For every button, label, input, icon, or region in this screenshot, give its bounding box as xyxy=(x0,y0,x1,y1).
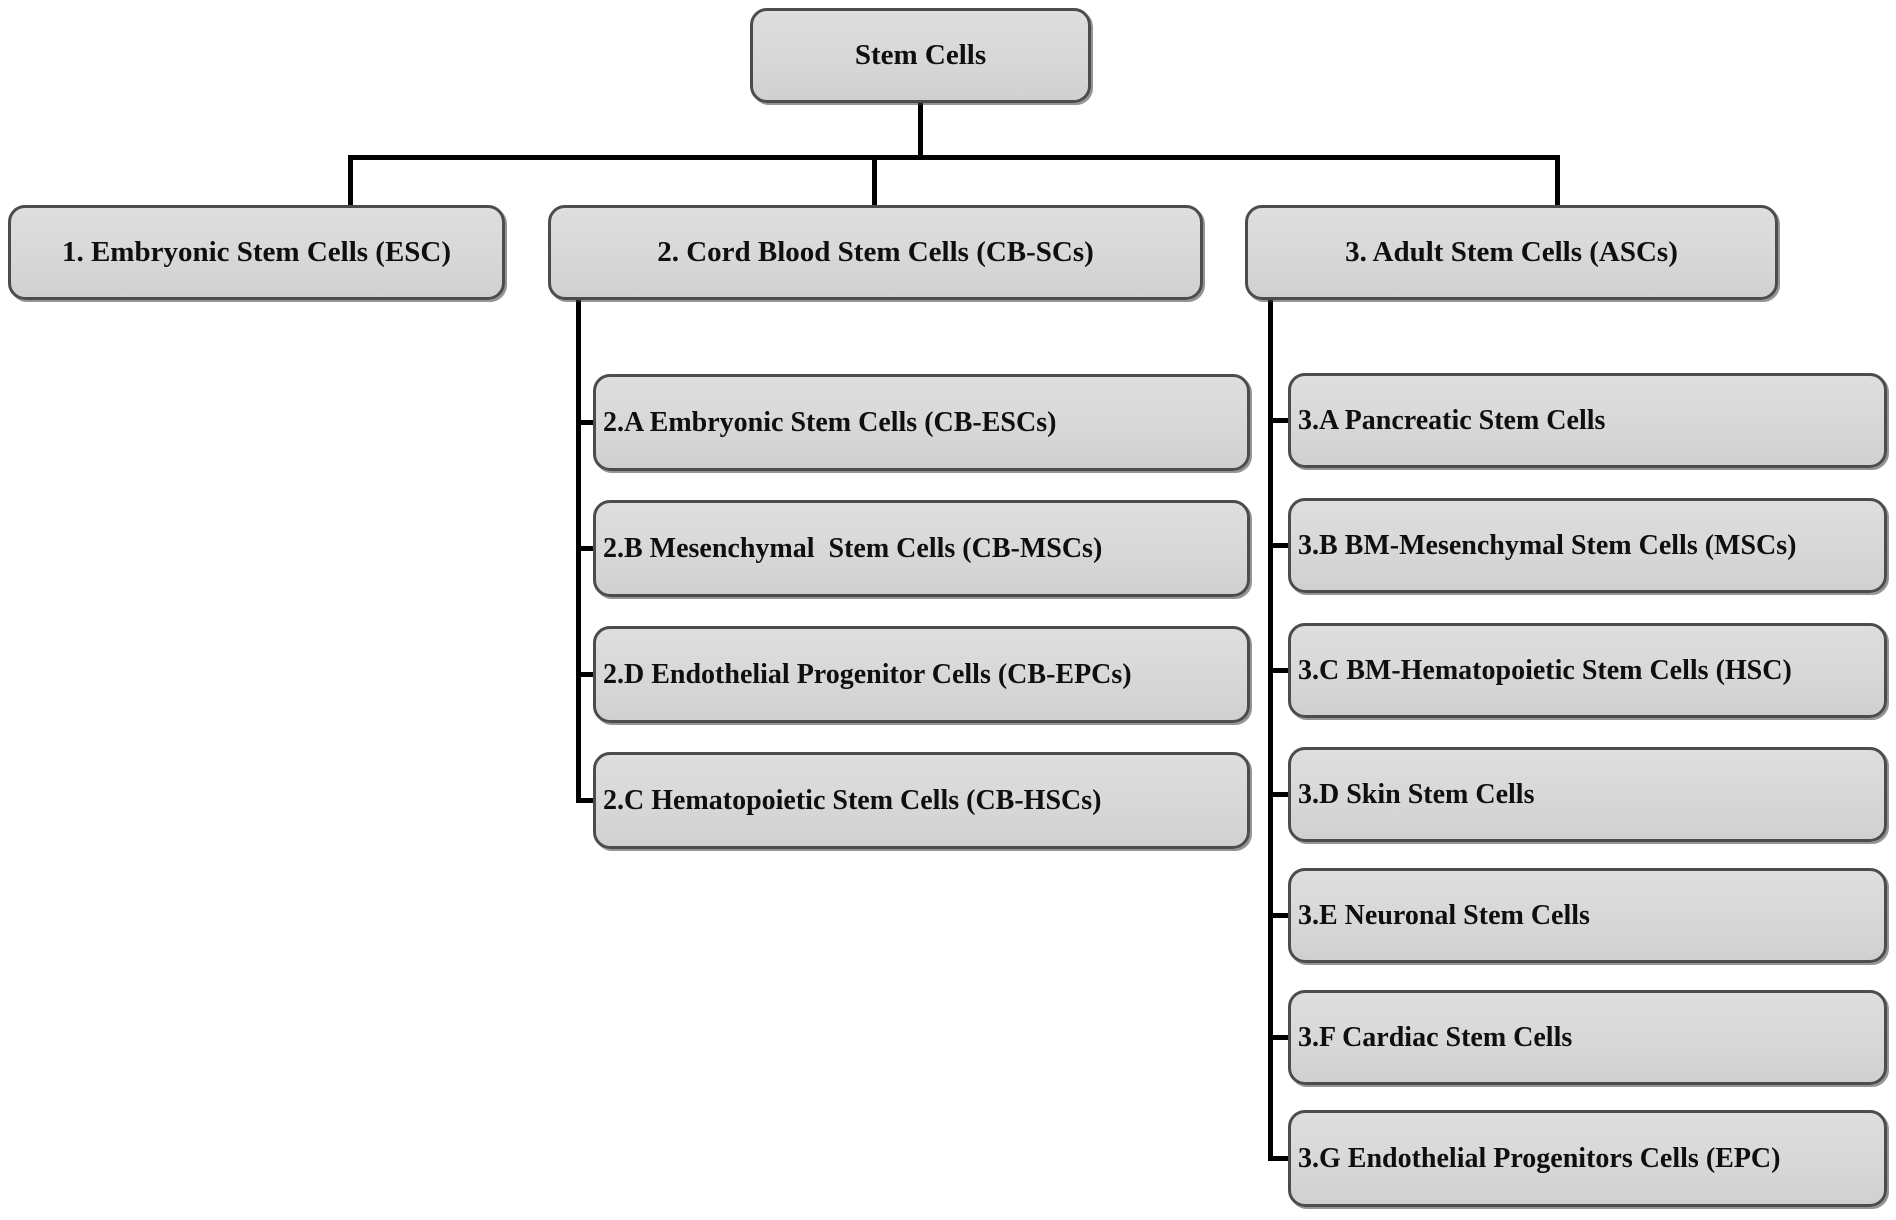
connector-stub-3e xyxy=(1268,913,1291,918)
node-bm-mesenchymal-stem-cells: 3.B BM-Mesenchymal Stem Cells (MSCs) xyxy=(1288,498,1887,593)
node-cardiac-stem-cells-label: 3.F Cardiac Stem Cells xyxy=(1298,1021,1573,1053)
connector-drop-branch-2 xyxy=(872,158,877,207)
connector-drop-branch-1 xyxy=(348,155,353,207)
node-cardiac-stem-cells: 3.F Cardiac Stem Cells xyxy=(1288,990,1887,1085)
connector-stub-3g xyxy=(1268,1156,1291,1161)
node-skin-stem-cells: 3.D Skin Stem Cells xyxy=(1288,747,1887,842)
node-bm-hematopoietic-stem-cells: 3.C BM-Hematopoietic Stem Cells (HSC) xyxy=(1288,623,1887,718)
node-neuronal-stem-cells: 3.E Neuronal Stem Cells xyxy=(1288,868,1887,963)
node-cb-mesenchymal-stem-cells: 2.B Mesenchymal Stem Cells (CB-MSCs) xyxy=(593,500,1250,597)
node-pancreatic-stem-cells: 3.A Pancreatic Stem Cells xyxy=(1288,373,1887,468)
connector-stub-3b xyxy=(1268,543,1291,548)
node-embryonic-stem-cells-label: 1. Embryonic Stem Cells (ESC) xyxy=(61,236,452,268)
connector-stub-3c xyxy=(1268,668,1291,673)
node-cord-blood-stem-cells: 2. Cord Blood Stem Cells (CB-SCs) xyxy=(548,205,1203,300)
node-skin-stem-cells-label: 3.D Skin Stem Cells xyxy=(1298,778,1535,810)
node-cb-embryonic-stem-cells: 2.A Embryonic Stem Cells (CB-ESCs) xyxy=(593,374,1250,471)
node-cb-embryonic-stem-cells-label: 2.A Embryonic Stem Cells (CB-ESCs) xyxy=(603,406,1057,438)
node-cb-hematopoietic-stem-cells: 2.C Hematopoietic Stem Cells (CB-HSCs) xyxy=(593,752,1250,849)
connector-stub-2b xyxy=(576,546,596,551)
node-embryonic-stem-cells: 1. Embryonic Stem Cells (ESC) xyxy=(8,205,505,300)
connector-spine-branch-3 xyxy=(1268,298,1273,1160)
connector-stub-3a xyxy=(1268,418,1291,423)
connector-stub-2c xyxy=(576,798,596,803)
connector-root-stem xyxy=(918,103,923,158)
node-adult-stem-cells: 3. Adult Stem Cells (ASCs) xyxy=(1245,205,1778,300)
node-endothelial-progenitors-cells-label: 3.G Endothelial Progenitors Cells (EPC) xyxy=(1298,1142,1781,1174)
connector-stub-2d xyxy=(576,672,596,677)
connector-drop-branch-3 xyxy=(1555,155,1560,207)
connector-stub-2a xyxy=(576,420,596,425)
node-cord-blood-stem-cells-label: 2. Cord Blood Stem Cells (CB-SCs) xyxy=(657,236,1094,268)
connector-horizontal-rail xyxy=(348,155,1560,160)
node-bm-mesenchymal-stem-cells-label: 3.B BM-Mesenchymal Stem Cells (MSCs) xyxy=(1298,529,1797,561)
node-cb-hematopoietic-stem-cells-label: 2.C Hematopoietic Stem Cells (CB-HSCs) xyxy=(603,784,1102,816)
node-stem-cells-label: Stem Cells xyxy=(854,39,987,71)
node-adult-stem-cells-label: 3. Adult Stem Cells (ASCs) xyxy=(1345,236,1678,268)
connector-stub-3f xyxy=(1268,1035,1291,1040)
connector-stub-3d xyxy=(1268,792,1291,797)
node-pancreatic-stem-cells-label: 3.A Pancreatic Stem Cells xyxy=(1298,404,1606,436)
node-cb-endothelial-progenitor-cells: 2.D Endothelial Progenitor Cells (CB-EPC… xyxy=(593,626,1250,723)
node-cb-mesenchymal-stem-cells-label: 2.B Mesenchymal Stem Cells (CB-MSCs) xyxy=(603,532,1103,564)
node-bm-hematopoietic-stem-cells-label: 3.C BM-Hematopoietic Stem Cells (HSC) xyxy=(1298,654,1792,686)
node-endothelial-progenitors-cells: 3.G Endothelial Progenitors Cells (EPC) xyxy=(1288,1110,1887,1207)
node-cb-endothelial-progenitor-cells-label: 2.D Endothelial Progenitor Cells (CB-EPC… xyxy=(603,658,1132,690)
node-neuronal-stem-cells-label: 3.E Neuronal Stem Cells xyxy=(1298,899,1590,931)
node-stem-cells: Stem Cells xyxy=(750,8,1091,103)
